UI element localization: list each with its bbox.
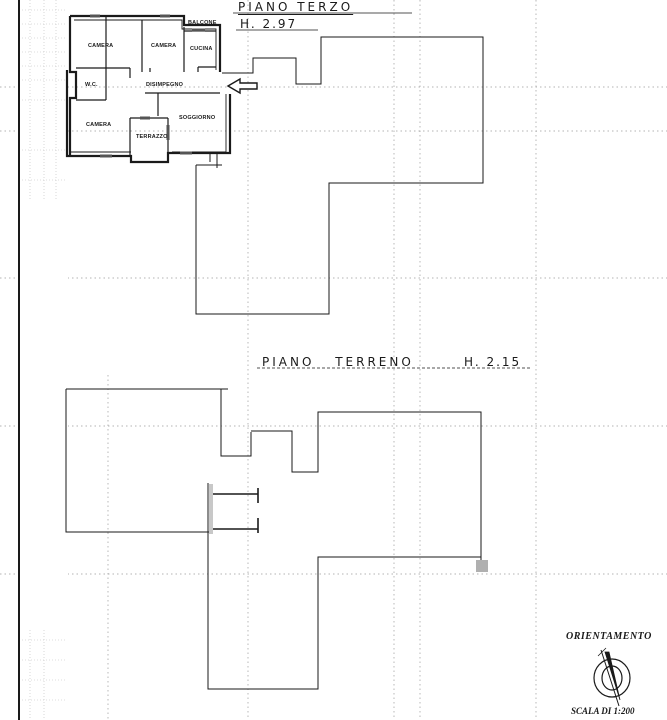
room-label-soggiorno: SOGGIORNO [179,115,216,121]
ground-floor-title: PIANO TERRENO [262,355,414,369]
margin-stipple [18,0,68,720]
room-label-camera-2: CAMERA [151,43,177,49]
room-label-balcone: BALCONE [188,20,217,26]
orientation-label: ORIENTAMENTO [566,631,652,642]
upper-floor-height: H. 2.97 [240,17,298,31]
arrow-left-icon [226,77,258,95]
room-label-disimpegno: DISIMPEGNO [146,82,184,88]
room-label-cucina: CUCINA [190,46,213,52]
room-label-camera-3: CAMERA [86,122,112,128]
scale-label: SCALA DI 1:200 [571,706,635,716]
ground-floor-height: H. 2.15 [464,355,522,369]
room-label-wc: W.C. [85,82,98,88]
ground-floor-outline [65,388,488,690]
room-label-terrazzo: TERRAZZO [136,134,168,140]
upper-floor-outline [195,36,484,315]
upper-floor-title: PIANO TERZO [238,0,354,14]
title-underlines [233,12,530,369]
upper-floor-apartment [65,14,232,168]
compass-north-icon [593,647,631,707]
room-label-camera-1: CAMERA [88,43,114,49]
